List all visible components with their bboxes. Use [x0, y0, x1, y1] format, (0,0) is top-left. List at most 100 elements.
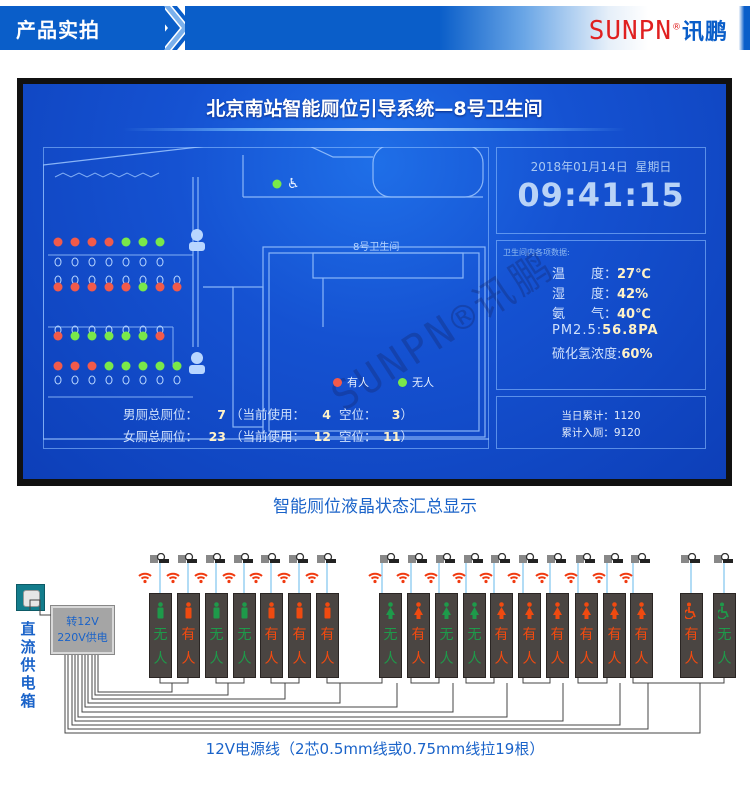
status-text-2: 人: [467, 651, 482, 667]
female-figure-icon: [497, 602, 506, 619]
status-text-1: 有: [684, 627, 699, 643]
counter-total: 累计入厕：9120: [497, 425, 705, 440]
legend-vacant: 无人: [398, 374, 434, 390]
female-total-value: 23: [208, 429, 226, 444]
stall-indicator-male-vacant: 无人: [149, 593, 172, 678]
female-figure-icon: [525, 602, 534, 619]
occupied-dot-icon: [333, 378, 342, 387]
male-figure-icon: [323, 602, 332, 619]
screen-title: 北京南站智能厕位引导系统—8号卫生间: [206, 98, 543, 120]
status-text-1: 有: [411, 627, 426, 643]
wireless-signal-icon: [478, 570, 494, 588]
status-text-2: 人: [684, 651, 699, 667]
status-text-2: 人: [439, 651, 454, 667]
status-text-2: 人: [411, 651, 426, 667]
sensor-camera-icon: [206, 549, 226, 563]
female-figure-icon: [582, 602, 591, 619]
wireless-signal-icon: [534, 570, 550, 588]
wireless-signal-icon: [193, 570, 209, 588]
power-box-label: 直流供电箱: [20, 620, 36, 710]
sensor-camera-icon: [604, 549, 624, 563]
status-text-1: 有: [607, 627, 622, 643]
wheelchair-icon: ♿: [287, 176, 300, 192]
wire-caption: 12V电源线（2芯0.5mm线或0.75mm线拉19根）: [205, 740, 545, 758]
stall-indicator-male-vacant: 无人: [205, 593, 228, 678]
env-value: 40℃: [617, 307, 651, 322]
clock-time: 09:41:15: [517, 176, 685, 214]
male-figure-icon: [212, 602, 221, 619]
stall-indicator-female-vacant: 无人: [435, 593, 458, 678]
legend-occupied-label: 有人: [347, 376, 369, 389]
status-text-1: 有: [550, 627, 565, 643]
env-label: 硫化氢浓度:: [552, 347, 622, 362]
status-text-2: 人: [237, 651, 252, 667]
status-text-1: 有: [181, 627, 196, 643]
status-text-1: 有: [579, 627, 594, 643]
male-total-value: 7: [217, 407, 226, 422]
male-figure-icon: [240, 602, 249, 619]
female-figure-icon: [553, 602, 562, 619]
env-label: PM2.5:: [552, 323, 603, 338]
section-header: 产品实拍 SUNPN®讯鹏: [0, 6, 750, 50]
title-glow-line: [123, 128, 626, 131]
female-in-use-value: 12: [313, 429, 331, 444]
stall-indicator-female-vacant: 无人: [379, 593, 402, 678]
wireless-signal-icon: [221, 570, 237, 588]
status-text-1: 无: [209, 627, 224, 643]
legend-vacant-label: 无人: [412, 376, 434, 389]
lcd-display: 北京南站智能厕位引导系统—8号卫生间: [23, 84, 726, 479]
female-in-use-label: （当前使用：: [229, 429, 305, 444]
paren-close: ）: [400, 429, 413, 444]
stall-indicator-female-occupied: 有人: [546, 593, 569, 678]
env-row-h2s: 硫化氢浓度:60%: [552, 343, 653, 362]
counter-value: 1120: [613, 410, 641, 422]
stall-indicator-female-occupied: 有人: [575, 593, 598, 678]
male-figure-icon: [184, 602, 193, 619]
wireless-signal-icon: [395, 570, 411, 588]
screen-caption: 智能厕位液晶状态汇总显示: [273, 497, 477, 517]
converter-box: 转12V 220V供电: [50, 605, 115, 655]
status-text-2: 人: [264, 651, 279, 667]
wireless-signal-icon: [506, 570, 522, 588]
env-row-temperature: 温 度：27℃: [552, 263, 651, 282]
legend-occupied: 有人: [333, 374, 369, 390]
wireless-signal-icon: [563, 570, 579, 588]
sensor-camera-icon: [408, 549, 428, 563]
date-line: 2018年01月14日 星期日: [497, 158, 705, 175]
male-figure-icon: [156, 602, 165, 619]
status-text-1: 无: [237, 627, 252, 643]
counter-today: 当日累计：1120: [497, 408, 705, 423]
status-text-1: 有: [522, 627, 537, 643]
converter-line2: 220V供电: [57, 631, 108, 644]
sensor-camera-icon: [631, 549, 651, 563]
wireless-signal-icon: [165, 570, 181, 588]
status-text-2: 人: [494, 651, 509, 667]
env-row-humidity: 湿 度：42%: [552, 283, 648, 302]
accessible-figure-icon: [716, 602, 729, 620]
status-text-1: 无: [383, 627, 398, 643]
env-label: 氨 气：: [552, 307, 618, 322]
stall-status-dots: [53, 179, 282, 371]
status-text-2: 人: [634, 651, 649, 667]
stall-indicator-female-occupied: 有人: [630, 593, 653, 678]
sensor-camera-icon: [681, 549, 701, 563]
status-text-2: 人: [522, 651, 537, 667]
status-text-2: 人: [383, 651, 398, 667]
logo-text-en: SUNPN: [588, 16, 672, 46]
counter-label: 当日累计：: [561, 410, 614, 422]
female-total-label: 女厕总厕位：: [123, 429, 199, 444]
sensor-camera-icon: [234, 549, 254, 563]
lcd-monitor: 北京南站智能厕位引导系统—8号卫生间: [17, 78, 732, 486]
female-figure-icon: [470, 602, 479, 619]
stall-indicator-male-vacant: 无人: [233, 593, 256, 678]
female-summary: 女厕总厕位： 23 （当前使用： 12 空位： 11）: [123, 426, 413, 445]
sensor-camera-icon: [714, 549, 734, 563]
male-free-label: 空位：: [338, 407, 377, 422]
female-figure-icon: [637, 602, 646, 619]
env-label: 温 度：: [552, 267, 618, 282]
wireless-signal-icon: [618, 570, 634, 588]
paren-close: ）: [400, 407, 413, 422]
env-value: 27℃: [617, 267, 651, 282]
room-label: 8号卫生间: [353, 240, 399, 253]
environment-panel: 卫生间内各项数据: 温 度：27℃ 湿 度：42% 氨 气：40℃ PM2.5:…: [496, 240, 706, 390]
